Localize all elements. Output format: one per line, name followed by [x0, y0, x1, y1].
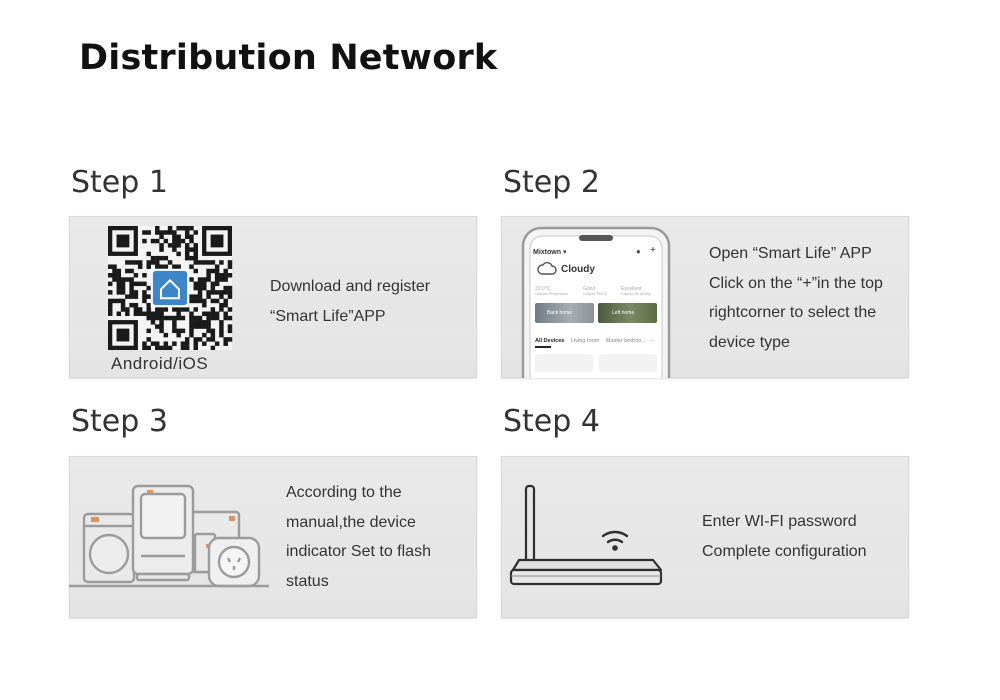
add-device-button[interactable]: + [650, 245, 656, 256]
stat-label: Outdoor PM2.5 [583, 292, 607, 296]
step-2-card: Mixtown ▾ ● + Cloudy 23.0°C Outdoor Temp… [501, 216, 909, 378]
qr-caption: Android/iOS [111, 354, 209, 373]
qr-code-icon [108, 226, 233, 350]
drop-icon: ● [636, 247, 641, 256]
step-1-line: “Smart Life”APP [270, 307, 386, 325]
tab-master-bedroom[interactable]: Master bedroo... [605, 338, 646, 344]
step-2-heading: Step 2 [503, 165, 600, 200]
chevron-down-icon: ▾ [561, 249, 567, 256]
phone-screen: Mixtown ▾ ● + Cloudy 23.0°C Outdoor Temp… [533, 245, 661, 376]
cloud-icon [537, 262, 557, 275]
page-title: Distribution Network [79, 38, 498, 78]
stat-value: 23.0°C [535, 286, 551, 292]
scene-label: Back home [547, 310, 573, 316]
tab-all-devices[interactable]: All Devices [535, 338, 565, 344]
smart-devices-icon [69, 484, 269, 588]
step-1-card: Android/iOS Download and register “Smart… [69, 216, 477, 378]
phone-location: Mixtown [533, 249, 561, 256]
step-4-text: Enter WI-FI password Complete configurat… [702, 507, 867, 566]
step-3-line: status [286, 572, 329, 590]
device-tile[interactable] [535, 354, 593, 372]
home-icon [160, 278, 180, 300]
step-1-heading: Step 1 [71, 165, 168, 200]
step-3-heading: Step 3 [71, 404, 168, 439]
step-3-line: manual,the device [286, 513, 416, 531]
step-3-text: According to the manual,the device indic… [286, 478, 431, 596]
step-2-line: rightcorner to select the [709, 304, 877, 321]
stat-value: Excellent [621, 286, 642, 292]
stat-label: Outdoor Air Quality [621, 292, 651, 296]
step-2-text: Open “Smart Life” APP Click on the “+”in… [709, 239, 883, 357]
step-4-heading: Step 4 [503, 404, 600, 439]
scene-card-left-home[interactable]: Left home [598, 303, 657, 323]
step-2-line: Click on the “+”in the top [709, 274, 883, 292]
weather-label: Cloudy [561, 264, 595, 275]
step-4-line: Complete configuration [702, 542, 867, 560]
step-2-line: Open “Smart Life” APP [709, 245, 872, 262]
step-4-line: Enter WI-FI password [702, 513, 857, 530]
step-1-line: Download and register [270, 278, 431, 295]
tab-living-room[interactable]: Living room [570, 338, 600, 344]
smart-life-logo-icon [152, 270, 188, 306]
step-3-line: According to the [286, 484, 402, 501]
device-tabs: All Devices Living room Master bedroo...… [535, 338, 661, 348]
wifi-router-icon [509, 484, 663, 586]
stat-label: Outdoor Temperature [535, 292, 569, 296]
more-icon[interactable]: ··· [649, 338, 655, 344]
smartphone-icon [521, 226, 671, 378]
device-tile[interactable] [599, 354, 657, 372]
scene-card-back-home[interactable]: Back home [535, 303, 594, 323]
step-3-card: According to the manual,the device indic… [69, 456, 477, 618]
step-3-line: indicator Set to flash [286, 543, 431, 560]
step-2-line: device type [709, 333, 790, 351]
step-1-text: Download and register “Smart Life”APP [270, 272, 430, 331]
scene-label: Left home [612, 310, 635, 316]
stat-value: Good [583, 286, 596, 292]
step-4-card: Enter WI-FI password Complete configurat… [501, 456, 909, 618]
